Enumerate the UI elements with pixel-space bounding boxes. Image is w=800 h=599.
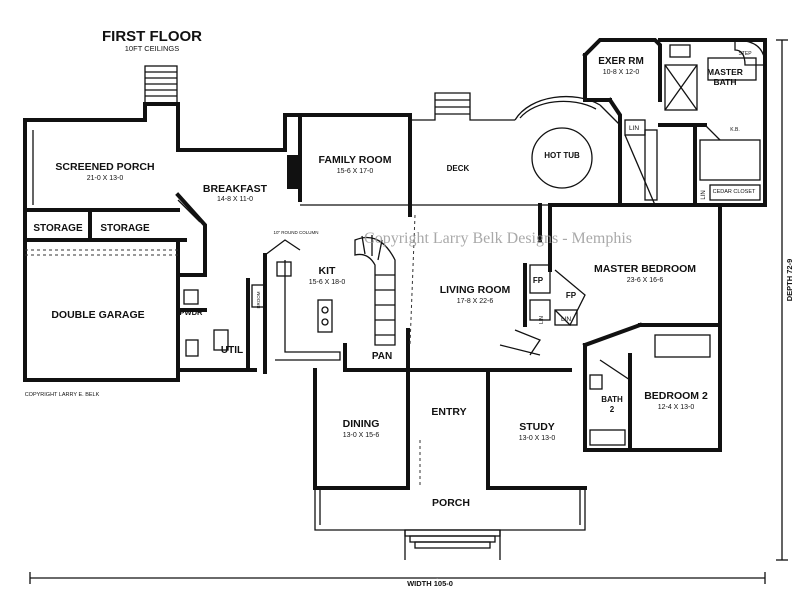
broom-label: BROOM [256, 291, 261, 308]
family-room-walls [298, 113, 412, 207]
master-bath-label-2: BATH [714, 77, 737, 87]
fp-label-2: FP [566, 291, 577, 300]
chimney [144, 65, 178, 105]
front-porch [314, 488, 586, 560]
exer-rm-dims: 10-8 X 12-0 [603, 69, 640, 76]
storage-label-2: STORAGE [100, 223, 150, 234]
plan-title: FIRST FLOOR [102, 28, 202, 45]
screened-porch-label: SCREENED PORCH [55, 161, 154, 173]
depth-label: DEPTH 72-9 [785, 259, 794, 302]
plan-subtitle: 10FT CEILINGS [125, 44, 179, 53]
staircase [354, 235, 396, 346]
cedar-closet-label: CEDAR CLOSET [713, 189, 756, 195]
breakfast-dims: 14-8 X 11-0 [217, 196, 253, 203]
kb-label: K.B. [730, 127, 739, 133]
dining-dims: 13-0 X 15-6 [343, 432, 380, 439]
bath-2-label-2: 2 [610, 405, 615, 414]
kitchen-walls [176, 239, 341, 374]
porch-label: PORCH [432, 497, 470, 509]
family-room-label: FAMILY ROOM [319, 154, 392, 166]
master-bath-label: MASTER [707, 67, 743, 77]
dining-label: DINING [343, 418, 380, 430]
copyright-watermark: Copyright Larry Belk Designs - Memphis [364, 230, 632, 247]
width-label: WIDTH 105-0 [407, 579, 453, 588]
kit-dims: 15-6 X 18-0 [309, 279, 346, 286]
depth-dimension [776, 39, 788, 561]
family-room-dims: 15-6 X 17-0 [337, 168, 374, 175]
study-dims: 13-0 X 13-0 [519, 435, 556, 442]
living-room-walls [408, 203, 551, 356]
breakfast-label: BREAKFAST [203, 183, 268, 195]
column-note: 10" ROUND COLUMN [273, 230, 318, 235]
breakfast-walls [175, 113, 302, 252]
master-bedroom-dims: 23-6 X 16-6 [627, 277, 664, 284]
hot-tub-label: HOT TUB [544, 151, 580, 160]
double-garage-label: DOUBLE GARAGE [51, 309, 144, 321]
study-label: STUDY [519, 421, 555, 433]
bath-2-label: BATH [601, 395, 623, 404]
deck-label: DECK [447, 164, 470, 173]
fp-label-1: FP [533, 276, 544, 285]
bedroom-2-label: BEDROOM 2 [644, 390, 708, 402]
front-rooms-walls [313, 323, 722, 490]
lin-label-3: LIN [561, 316, 571, 323]
lin-label-1: LIN [629, 125, 639, 132]
step-label: STEP [738, 51, 752, 57]
master-bedroom-label: MASTER BEDROOM [594, 263, 696, 275]
screened-porch-dims: 21-0 X 13-0 [87, 175, 124, 182]
master-bedroom-walls [548, 203, 722, 348]
bedroom-2-dims: 12-4 X 13-0 [658, 404, 695, 411]
exer-rm-label: EXER RM [598, 56, 644, 67]
left-wing-walls [23, 102, 187, 382]
entry-label: ENTRY [431, 406, 466, 418]
util-label: UTIL [221, 345, 243, 356]
lin-closets [607, 97, 658, 207]
lin-label-2: LIN [701, 190, 707, 199]
lin-label-4: LIN [539, 316, 545, 324]
storage-label-1: STORAGE [33, 223, 83, 234]
pwdr-label: PWDR [180, 308, 203, 317]
kit-label: KIT [319, 265, 337, 277]
pantry-walls [343, 328, 410, 374]
living-room-label: LIVING ROOM [440, 284, 511, 296]
width-dimension [29, 572, 766, 584]
copyright-small: COPYRIGHT LARRY E. BELK [25, 392, 100, 398]
pan-label: PAN [372, 351, 392, 362]
living-room-dims: 17-8 X 22-6 [457, 298, 494, 305]
master-suite-walls [582, 38, 767, 207]
deck-outline [410, 92, 621, 206]
